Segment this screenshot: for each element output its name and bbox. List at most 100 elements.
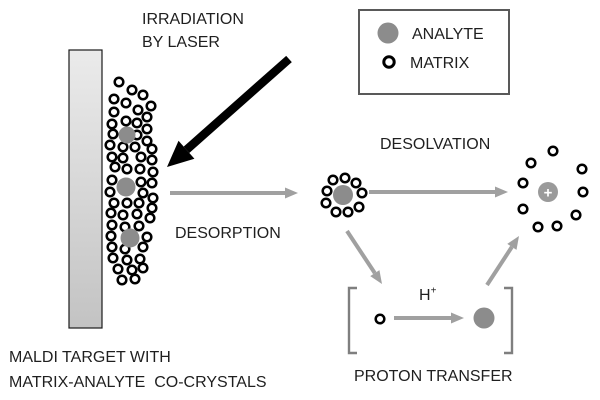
crystal-matrix-circle <box>106 219 118 231</box>
desorbed-analyte-circle <box>333 185 353 205</box>
proton-transfer-label: PROTON TRANSFER <box>354 368 513 385</box>
proton-right-bracket <box>504 286 514 355</box>
desorbed-matrix-circle <box>330 206 342 218</box>
irradiation-label-line2: BY LASER <box>142 34 220 51</box>
crystal-matrix-circle <box>117 152 129 164</box>
desolvated-matrix-circle <box>577 186 589 198</box>
cluster-to-proton-arrow-head <box>370 270 382 284</box>
crystal-matrix-circle <box>133 220 145 232</box>
h-plus-label: H+ <box>419 286 436 305</box>
crystal-matrix-circle <box>141 111 153 123</box>
proton-matrix-circle <box>374 313 386 325</box>
crystal-matrix-circle <box>131 117 143 129</box>
crystal-matrix-circle <box>106 241 118 253</box>
legend-matrix-icon <box>382 55 396 69</box>
crystal-matrix-circle <box>147 166 159 178</box>
desorbed-matrix-circle <box>327 174 339 186</box>
desorbed-matrix-circle <box>356 187 368 199</box>
maldi-target-caption-line2: MATRIX-ANALYTE CO-CRYSTALS <box>9 374 267 391</box>
crystal-matrix-circle <box>126 264 138 276</box>
desorbed-matrix-circle <box>342 206 354 218</box>
crystal-matrix-circle <box>108 197 120 209</box>
h-plus-symbol: H <box>419 287 431 304</box>
desorbed-matrix-circle <box>339 172 351 184</box>
crystal-matrix-circle <box>113 76 125 88</box>
desolvated-matrix-circle <box>517 203 529 215</box>
maldi-target-caption-line1: MALDI TARGET WITH <box>9 349 171 366</box>
crystal-matrix-circle <box>112 263 124 275</box>
crystal-matrix-circle <box>107 128 119 140</box>
h-plus-superscript: + <box>430 285 437 297</box>
desorbed-matrix-circle <box>350 177 362 189</box>
crystal-matrix-circle <box>120 115 132 127</box>
desolvated-matrix-circle <box>517 177 529 189</box>
crystal-matrix-circle <box>106 151 118 163</box>
desorbed-matrix-circle <box>353 201 365 213</box>
crystal-matrix-circle <box>126 84 138 96</box>
proton-to-ion-arrow-head <box>507 236 519 250</box>
crystal-matrix-circle <box>131 208 143 220</box>
desorbed-matrix-circle <box>321 185 333 197</box>
desorbed-matrix-circle <box>320 197 332 209</box>
legend-analyte-label: ANALYTE <box>412 26 484 43</box>
crystal-matrix-circle <box>133 197 145 209</box>
desolvation-label: DESOLVATION <box>380 136 491 153</box>
crystal-matrix-circle <box>108 93 120 105</box>
crystal-matrix-circle <box>120 97 132 109</box>
legend-matrix-label: MATRIX <box>410 55 470 72</box>
cluster-to-proton-arrow-shaft <box>345 229 377 275</box>
crystal-matrix-circle <box>105 230 117 242</box>
crystal-matrix-circle <box>137 262 149 274</box>
proton-analyte-circle <box>473 307 495 329</box>
crystal-matrix-circle <box>146 143 158 155</box>
crystal-analyte-circle <box>120 228 140 248</box>
desolvation-arrow-head <box>495 186 508 198</box>
crystal-matrix-circle <box>146 154 158 166</box>
crystal-analyte-circle <box>116 177 136 197</box>
desorption-arrow-head <box>285 187 298 199</box>
crystal-matrix-circle <box>146 177 158 189</box>
crystal-matrix-circle <box>104 139 116 151</box>
crystal-matrix-circle <box>121 197 133 209</box>
crystal-matrix-circle <box>146 202 158 214</box>
crystal-matrix-circle <box>105 207 117 219</box>
crystal-matrix-circle <box>137 89 149 101</box>
desolvated-matrix-circle <box>576 163 588 175</box>
desolvated-matrix-circle <box>547 145 559 157</box>
crystal-matrix-circle <box>141 231 153 243</box>
crystal-matrix-circle <box>117 141 129 153</box>
ion-plus-icon: + <box>544 184 553 201</box>
desolvated-matrix-circle <box>551 220 563 232</box>
crystal-matrix-circle <box>107 252 119 264</box>
laser-arrow-shaft <box>183 55 292 153</box>
desolvated-matrix-circle <box>525 157 537 169</box>
crystal-matrix-circle <box>135 176 147 188</box>
h-plus-arrow-head <box>451 312 464 324</box>
crystal-matrix-circle <box>129 141 141 153</box>
desorption-label: DESORPTION <box>175 225 281 242</box>
analyte-ion-circle <box>538 182 558 202</box>
desolvated-matrix-circle <box>532 221 544 233</box>
laser-arrow-head <box>167 140 195 167</box>
crystal-matrix-circle <box>104 186 116 198</box>
crystal-matrix-circle <box>117 209 129 221</box>
crystal-matrix-circle <box>145 100 157 112</box>
crystal-matrix-circle <box>121 163 133 175</box>
crystal-matrix-circle <box>141 135 153 147</box>
crystal-matrix-circle <box>129 273 141 285</box>
crystal-matrix-circle <box>106 118 118 130</box>
proton-to-ion-arrow-shaft <box>485 245 514 287</box>
proton-left-bracket <box>347 286 357 355</box>
crystal-matrix-circle <box>116 274 128 286</box>
crystal-matrix-circle <box>106 174 118 186</box>
desolvated-matrix-circle <box>570 209 582 221</box>
crystal-matrix-circle <box>132 104 144 116</box>
crystal-matrix-circle <box>137 187 149 199</box>
crystal-matrix-circle <box>109 161 121 173</box>
crystal-matrix-circle <box>141 123 153 135</box>
crystal-matrix-circle <box>147 192 159 204</box>
crystal-matrix-circle <box>108 106 120 118</box>
legend-box: ANALYTE MATRIX <box>358 9 510 95</box>
